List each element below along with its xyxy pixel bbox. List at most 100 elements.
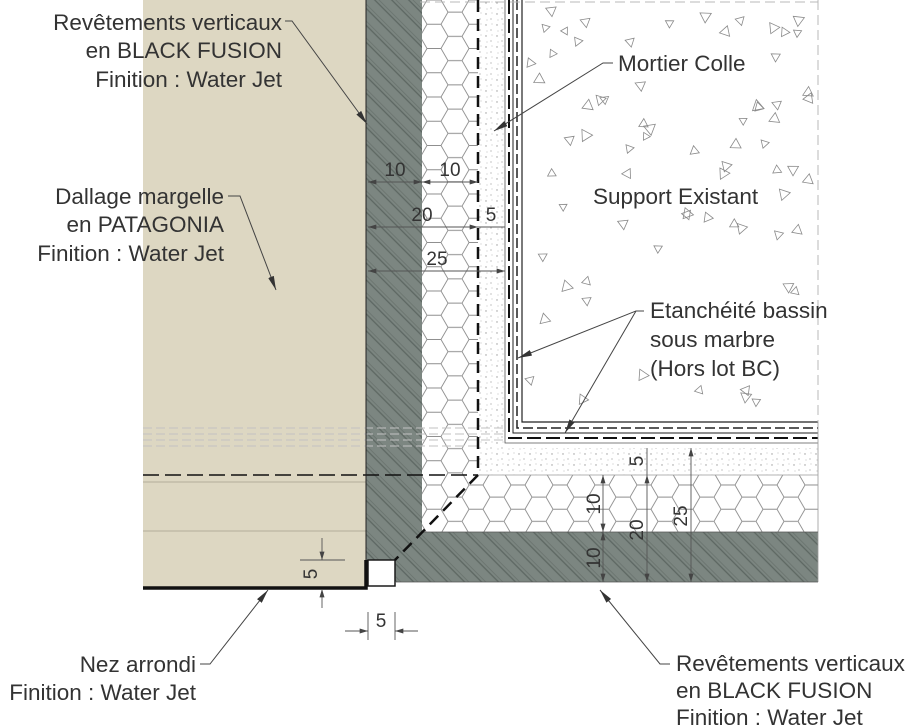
leader-dallage: [228, 195, 277, 291]
aggregate-triangle: [719, 167, 731, 181]
aggregate-triangle: [599, 96, 610, 106]
aggregate-triangle: [781, 26, 791, 38]
corner-joint-square: [367, 559, 396, 587]
aggregate-triangle: [546, 167, 557, 177]
leader-nez-arrondi: [200, 589, 269, 665]
aggregate-triangle: [524, 375, 535, 386]
label-line: Revêtements verticaux: [53, 10, 283, 35]
black-fusion-floor-cladding: [395, 532, 818, 582]
aggregate-triangle: [578, 393, 590, 405]
leader-bottom-right: [599, 589, 670, 665]
aggregate-triangle: [787, 165, 800, 177]
aggregate-triangle: [563, 135, 575, 147]
label-line: Finition : Water Jet: [95, 67, 282, 92]
aggregate-triangle: [537, 253, 548, 263]
leader-mortier-colle: [493, 62, 613, 132]
dim-floor-mortar: 10: [584, 493, 605, 514]
aggregate-triangle: [549, 48, 559, 59]
dim-nose-width: 5: [376, 611, 387, 632]
waterproof-layer-4: [508, 0, 818, 439]
label-line: Dallage margelle: [55, 184, 224, 209]
aggregate-triangle: [734, 16, 745, 27]
aggregate-triangle: [532, 72, 546, 84]
aggregate-triangle: [703, 211, 715, 223]
support-existant-area: [522, 0, 818, 422]
aggregate-triangle: [721, 160, 733, 173]
aggregate-triangle: [620, 167, 631, 180]
aggregate-triangle: [801, 173, 814, 185]
aggregate-triangle: [751, 98, 765, 112]
label-dallage: Dallage margelle en PATAGONIA Finition :…: [37, 184, 224, 266]
black-fusion-wall-cladding: [366, 0, 422, 560]
aggregate-triangle: [791, 223, 803, 235]
label-line: Finition : Water Jet: [9, 680, 196, 705]
aggregate-triangle: [616, 219, 629, 231]
label-support-existant: Support Existant: [593, 184, 759, 209]
aggregate-triangle: [699, 12, 713, 24]
aggregate-triangle: [581, 128, 594, 143]
dim-floor-overall: 25: [671, 505, 692, 526]
support-aggregate-marks: [524, 6, 814, 408]
nez-arrondi-edge: [143, 560, 368, 590]
label-line: Finition : Water Jet: [37, 241, 224, 266]
aggregate-triangle: [581, 297, 592, 307]
aggregate-triangle: [792, 15, 806, 28]
label-line: sous marbre: [650, 327, 775, 352]
aggregate-triangle: [739, 385, 750, 397]
waterproof-layer-1: [521, 0, 818, 423]
aggregate-triangle: [625, 144, 635, 154]
aggregate-triangle: [773, 230, 785, 241]
aggregate-triangle: [736, 222, 749, 235]
aggregate-triangle: [782, 283, 795, 294]
dim-floor-adhesive: 5: [627, 456, 648, 467]
aggregate-triangle: [653, 245, 664, 254]
floor-dimensions: 10 10 5 20 25: [584, 448, 694, 583]
waterproof-layer-5: [504, 0, 818, 444]
dim-nose-height: 5: [301, 569, 322, 580]
aggregate-triangle: [751, 398, 762, 408]
adhesive-vertical-band: [478, 0, 505, 448]
label-line: en BLACK FUSION: [676, 678, 872, 703]
aggregate-triangle: [541, 23, 551, 34]
aggregate-triangle: [802, 92, 814, 104]
aggregate-triangle: [580, 275, 591, 286]
aggregate-triangle: [642, 123, 656, 137]
aggregate-triangle: [792, 29, 803, 39]
aggregate-triangle: [740, 392, 753, 404]
nose-dimensions: 5 5: [300, 538, 418, 640]
dim-wall-mortar: 10: [439, 160, 460, 181]
aggregate-triangle: [801, 85, 814, 97]
aggregate-triangle: [728, 217, 740, 228]
dim-wall-total: 20: [411, 205, 432, 226]
label-line: (Hors lot BC): [650, 356, 780, 381]
aggregate-triangle: [638, 117, 649, 128]
leader-top-left: [285, 20, 368, 125]
dim-floor-stone: 10: [584, 547, 605, 568]
wall-dimensions: 10 10 20 5 25: [368, 160, 505, 274]
aggregate-triangle: [771, 100, 782, 111]
aggregate-triangle: [579, 17, 591, 29]
aggregate-triangle: [581, 98, 594, 111]
label-line: Nez arrondi: [80, 652, 196, 677]
label-bottom-right: Revêtements verticaux en BLACK FUSION Fi…: [676, 651, 906, 727]
waterproof-layer-2: [516, 0, 818, 429]
aggregate-triangle: [778, 188, 792, 202]
waterproofing-layers: [504, 0, 818, 444]
aggregate-triangle: [682, 206, 695, 220]
label-nez-arrondi: Nez arrondi Finition : Water Jet: [9, 652, 196, 705]
aggregate-triangle: [768, 111, 781, 123]
label-line: en PATAGONIA: [66, 212, 224, 237]
mortar-vertical-band: [422, 0, 478, 475]
aggregate-triangle: [729, 137, 742, 149]
aggregate-triangle: [558, 203, 568, 213]
label-line: Finition : Water Jet: [676, 705, 863, 727]
label-etancheite: Etanchéité bassin sous marbre (Hors lot …: [650, 298, 828, 381]
aggregate-triangle: [544, 6, 557, 18]
leader-etancheite-floor: [564, 310, 637, 434]
aggregate-triangle: [770, 53, 782, 63]
aggregate-triangle: [638, 368, 650, 382]
dim-floor-total: 20: [627, 519, 648, 540]
label-line: en BLACK FUSION: [86, 38, 282, 63]
dim-wall-stone: 10: [384, 160, 405, 181]
mortar-horizontal-band: [422, 475, 818, 532]
